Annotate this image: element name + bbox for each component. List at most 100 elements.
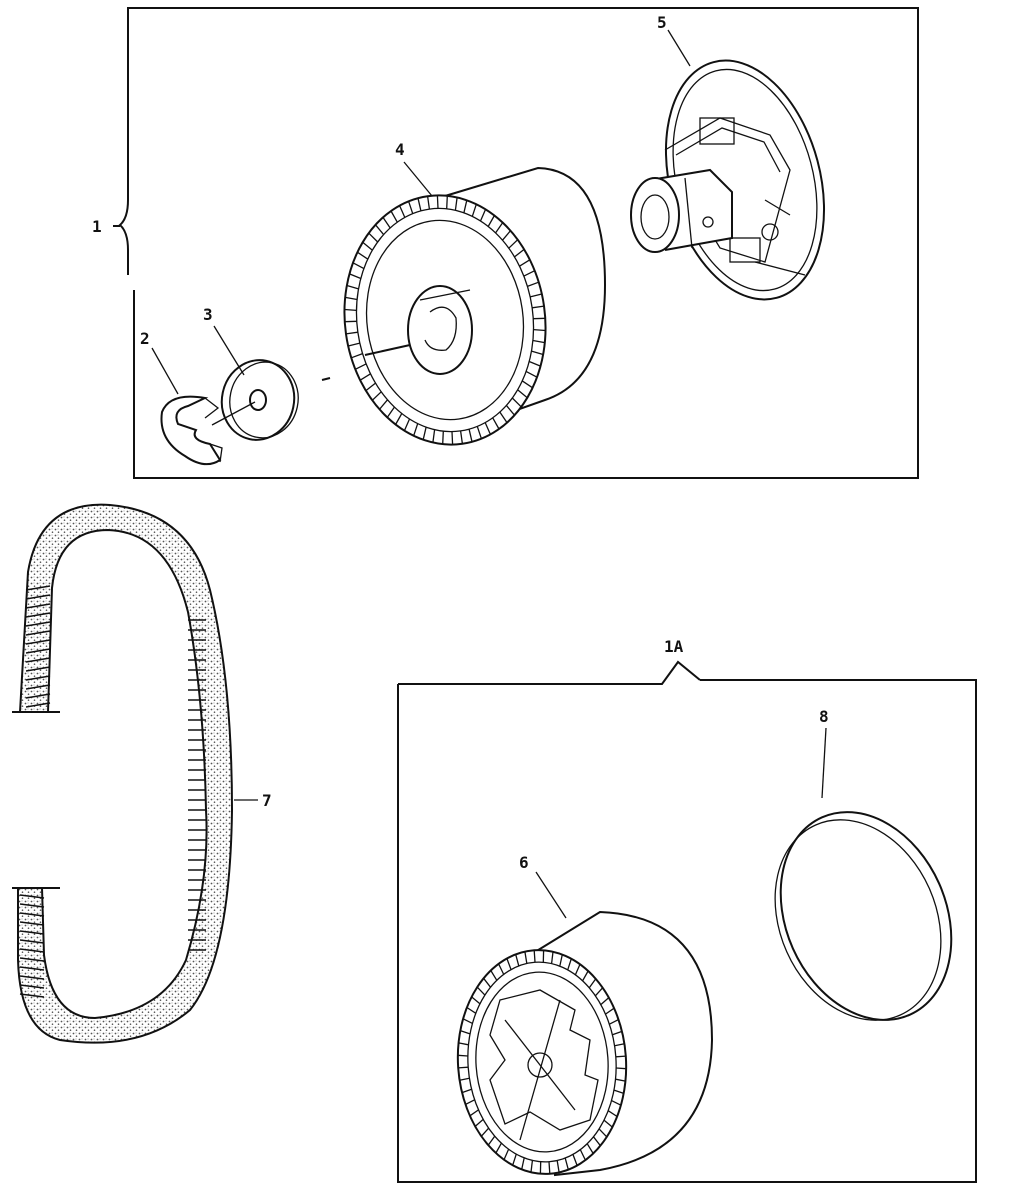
- part-5-hub-flange: [630, 59, 826, 301]
- belt-tooth-rib: [19, 957, 45, 962]
- pulley-tooth-mark: [413, 423, 419, 436]
- pulley-tooth-mark: [442, 431, 444, 445]
- assembly-1-frame: [113, 7, 919, 479]
- pulley-tooth-mark: [422, 427, 427, 440]
- pulley-tooth-mark: [348, 342, 360, 347]
- pulley-tooth-mark: [345, 296, 358, 301]
- pulley-tooth-mark: [532, 305, 545, 309]
- pulley-tooth-mark: [469, 1109, 479, 1117]
- pulley-tooth-mark: [463, 200, 468, 213]
- pulley-tooth-mark: [368, 232, 379, 243]
- pulley-tooth-mark: [615, 1055, 626, 1058]
- pulley-tooth-mark: [451, 431, 454, 445]
- pulley-tooth-mark: [503, 1148, 510, 1160]
- pulley-tooth-mark: [403, 418, 411, 431]
- pulley-tooth-mark: [505, 404, 516, 416]
- pulley-tooth-mark: [480, 1127, 490, 1137]
- pulley-tooth-mark: [499, 411, 508, 423]
- pulley-tooth-mark: [531, 350, 544, 356]
- pulley-tooth-mark: [371, 391, 382, 401]
- pulley-tooth-mark: [533, 950, 536, 963]
- pulley-tooth-mark: [512, 1153, 517, 1166]
- pulley-tooth-mark: [355, 363, 367, 370]
- belt-tooth-rib: [19, 975, 45, 980]
- pulley-tooth-mark: [582, 970, 589, 982]
- part-3-washer: [211, 359, 331, 441]
- callout-1a: 1A: [664, 637, 684, 656]
- pulley-tooth-mark: [613, 1089, 624, 1095]
- pulley-tooth-mark: [352, 262, 365, 270]
- pulley-tooth-mark: [615, 1078, 626, 1082]
- pulley-tooth-mark: [374, 224, 385, 236]
- pulley-tooth-mark: [454, 197, 458, 211]
- belt-tooth-rib: [25, 657, 51, 663]
- part-2-e-clip: [160, 395, 223, 466]
- pulley-tooth-mark: [616, 1067, 627, 1070]
- pulley-tooth-mark: [592, 1136, 601, 1147]
- pulley-tooth-mark: [382, 217, 391, 229]
- belt-tooth-rib: [25, 630, 51, 636]
- pulley-tooth-mark: [532, 339, 545, 344]
- pulley-tooth-mark: [530, 293, 542, 298]
- pulley-tooth-mark: [559, 954, 563, 967]
- pulley-tooth-mark: [390, 210, 398, 223]
- pulley-tooth-mark: [574, 964, 581, 976]
- callout-labels: 1 2 3 4 5 1A 6 7 8: [92, 13, 829, 872]
- part-8-cover-disc: [774, 811, 953, 1021]
- callout-6: 6: [519, 853, 529, 872]
- pulley-tooth-mark: [521, 1157, 525, 1170]
- pulley-tooth-mark: [471, 996, 481, 1005]
- pulley-tooth-mark: [474, 1118, 484, 1127]
- pulley-tooth-mark: [588, 978, 597, 989]
- pulley-tooth-mark: [346, 284, 359, 290]
- pulley-tooth-mark: [471, 204, 477, 217]
- pulley-tooth-mark: [511, 397, 522, 408]
- pulley-tooth-mark: [609, 1019, 619, 1025]
- callout-5: 5: [657, 13, 667, 32]
- pulley-tooth-mark: [359, 373, 371, 381]
- pulley-tooth-mark: [349, 273, 362, 280]
- pulley-tooth-mark: [528, 360, 541, 367]
- belt-tooth-rib: [19, 930, 45, 935]
- pulley-tooth-mark: [462, 1018, 473, 1024]
- pulley-tooth-mark: [521, 380, 533, 389]
- callout-4: 4: [395, 140, 405, 159]
- part-4-toothed-pulley: [343, 166, 607, 446]
- belt-tooth-rib: [25, 594, 51, 600]
- belt-tooth-rib: [19, 993, 45, 998]
- callout-2: 2: [140, 329, 150, 348]
- pulley-tooth-mark: [458, 1066, 469, 1069]
- pulley-tooth-mark: [484, 422, 491, 435]
- pulley-tooth-mark: [457, 1054, 468, 1057]
- belt-tooth-rib: [25, 648, 51, 654]
- pulley-tooth-mark: [362, 241, 373, 251]
- pulley-tooth-mark: [490, 970, 498, 981]
- pulley-tooth-mark: [530, 1160, 534, 1173]
- pulley-tooth-mark: [605, 1007, 615, 1015]
- pulley-tooth-mark: [432, 429, 436, 443]
- pulley-tooth-mark: [446, 195, 448, 209]
- belt-tooth-rib: [25, 639, 51, 645]
- belt-tooth-rib: [19, 912, 45, 917]
- belt-tooth-rib: [25, 603, 51, 609]
- pulley-tooth-mark: [525, 370, 538, 378]
- pulley-tooth-mark: [607, 1110, 618, 1118]
- belt-tooth-rib: [25, 702, 51, 708]
- pulley-tooth-mark: [365, 382, 376, 392]
- pulley-tooth-mark: [407, 201, 414, 214]
- pulley-tooth-mark: [483, 977, 492, 988]
- callout-1: 1: [92, 217, 102, 236]
- belt-tooth-rib: [19, 894, 45, 899]
- pulley-tooth-mark: [586, 1143, 594, 1154]
- pulley-tooth-mark: [572, 1154, 578, 1166]
- pulley-tooth-mark: [550, 951, 554, 964]
- belt-tooth-rib: [25, 666, 51, 672]
- pulley-tooth-mark: [458, 1042, 469, 1046]
- belt-tooth-rib: [19, 948, 45, 953]
- callout-7: 7: [262, 791, 272, 810]
- pulley-tooth-mark: [476, 426, 483, 439]
- pulley-tooth-mark: [466, 1006, 477, 1014]
- belt-tooth-rib: [19, 984, 45, 989]
- pulley-tooth-mark: [495, 222, 504, 234]
- pulley-tooth-mark: [487, 215, 495, 227]
